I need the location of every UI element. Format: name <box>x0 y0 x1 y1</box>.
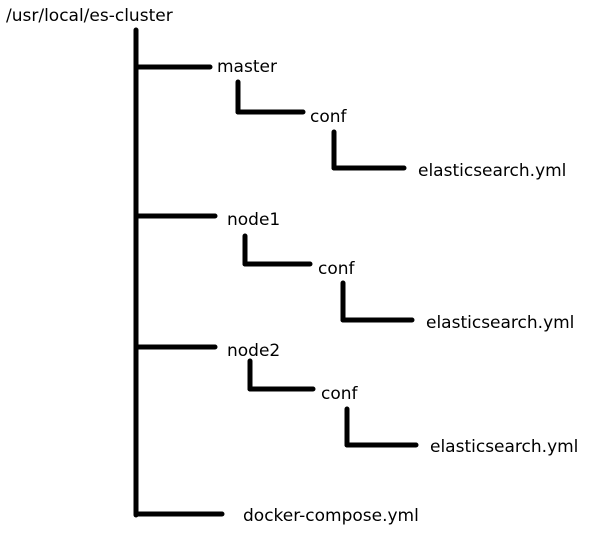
node1-folder-label: node1 <box>227 210 280 230</box>
node2-folder-label: node2 <box>227 341 280 361</box>
node1-file-label: elasticsearch.yml <box>426 313 574 333</box>
master-folder-label: master <box>217 57 277 77</box>
compose-file-label: docker-compose.yml <box>243 506 419 526</box>
node1-conf-folder-label: conf <box>318 259 356 279</box>
master-file-label: elasticsearch.yml <box>418 161 566 181</box>
root-path-label: /usr/local/es-cluster <box>6 6 173 26</box>
node2-conf-folder-label: conf <box>321 384 359 404</box>
master-conf-folder-label: conf <box>310 107 348 127</box>
node2-file-label: elasticsearch.yml <box>430 437 578 457</box>
